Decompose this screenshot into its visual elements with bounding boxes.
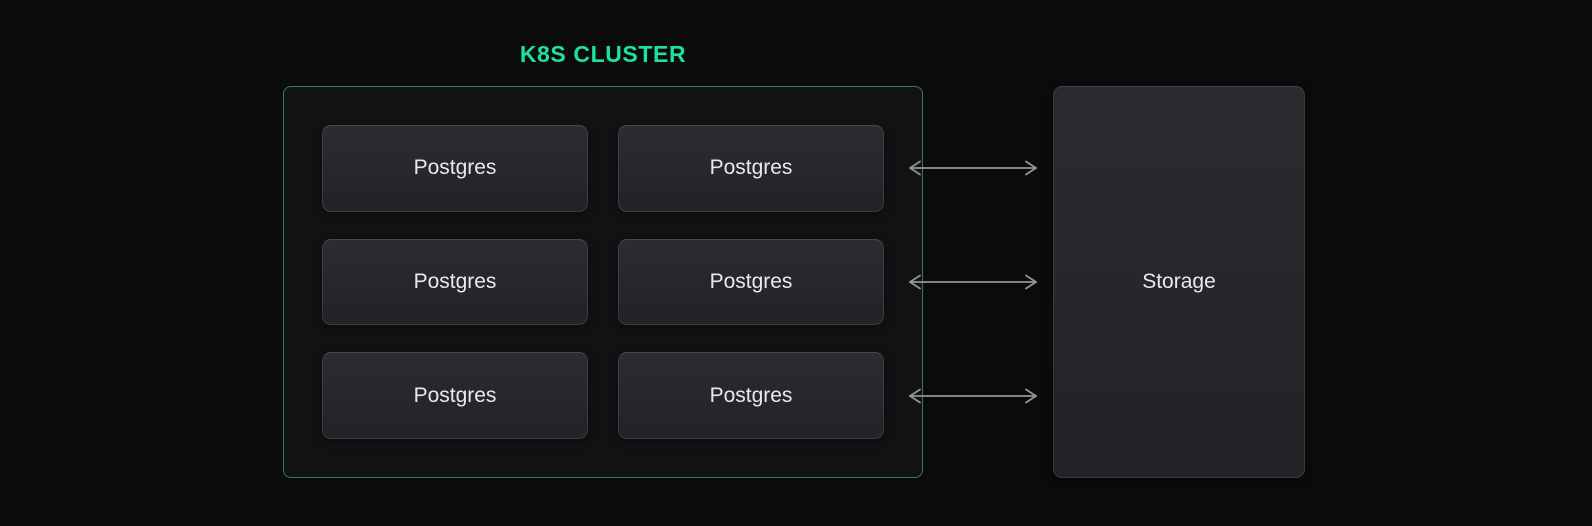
postgres-node-label: Postgres [709, 383, 793, 407]
postgres-node-label: Postgres [413, 156, 497, 180]
storage-node-label: Storage [1142, 270, 1216, 293]
postgres-node: Postgres [618, 125, 884, 212]
postgres-node: Postgres [618, 238, 884, 326]
cluster-title: K8S CLUSTER [519, 41, 687, 67]
k8s-cluster-group: Postgres Postgres Postgres Postgres Post… [283, 86, 923, 478]
postgres-node: Postgres [322, 238, 588, 326]
bidirectional-arrow-icon [909, 274, 1037, 290]
postgres-node-label: Postgres [413, 383, 497, 407]
postgres-node: Postgres [618, 352, 884, 439]
postgres-node: Postgres [322, 125, 588, 212]
storage-node: Storage [1053, 86, 1305, 478]
postgres-node-label: Postgres [709, 269, 793, 293]
bidirectional-arrow-icon [909, 388, 1037, 404]
bidirectional-arrow-icon [909, 160, 1037, 176]
postgres-node-label: Postgres [709, 156, 793, 180]
postgres-node: Postgres [322, 352, 588, 439]
postgres-node-label: Postgres [413, 269, 497, 293]
